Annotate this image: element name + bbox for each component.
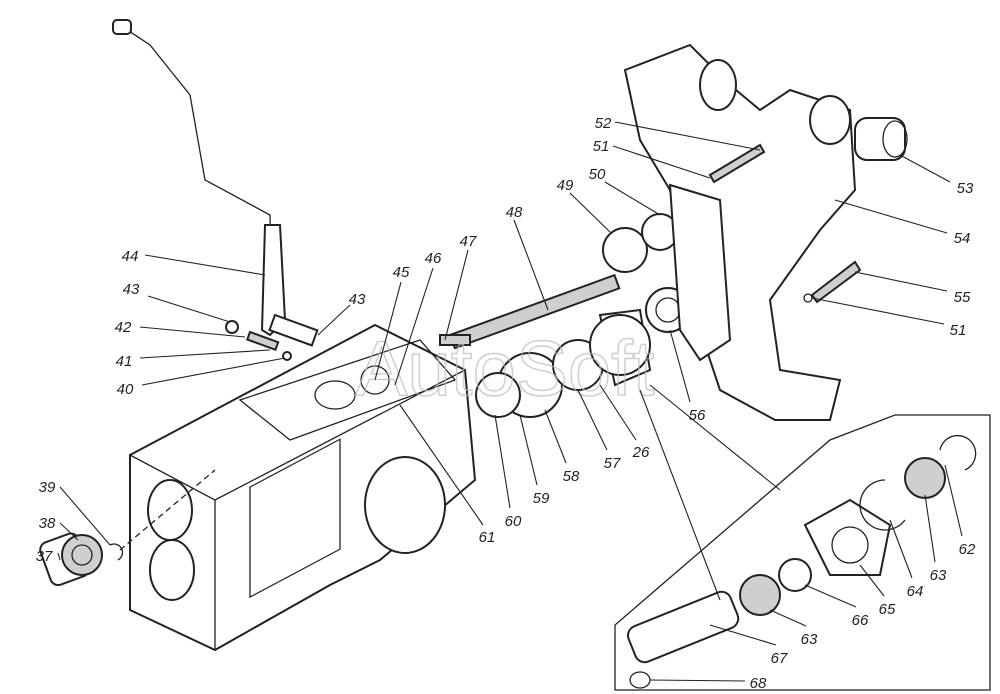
callout-64: 64 — [907, 583, 924, 600]
inset-panel — [614, 414, 991, 691]
callout-54: 54 — [954, 230, 971, 247]
callout-63b: 63 — [801, 631, 818, 648]
callout-60: 60 — [505, 513, 522, 530]
callout-46: 46 — [425, 250, 442, 267]
callout-56: 56 — [689, 407, 706, 424]
callout-38: 38 — [39, 515, 56, 532]
callout-50: 50 — [589, 166, 606, 183]
callout-55: 55 — [954, 289, 971, 306]
callout-49: 49 — [557, 177, 574, 194]
callout-labels: 52 51 53 54 55 51 50 49 48 47 46 45 43 4… — [36, 115, 976, 692]
callout-40: 40 — [117, 381, 134, 398]
callout-48: 48 — [506, 204, 523, 221]
callout-53: 53 — [957, 180, 974, 197]
callout-37: 37 — [36, 548, 53, 565]
leader-lines — [57, 121, 963, 682]
callout-65: 65 — [879, 601, 896, 618]
callout-61: 61 — [479, 529, 496, 546]
gearbox-bracket — [623, 43, 908, 421]
callout-63: 63 — [930, 567, 947, 584]
callout-44: 44 — [122, 248, 139, 265]
callout-42: 42 — [115, 319, 132, 336]
callout-43: 43 — [123, 281, 140, 298]
shift-lever — [112, 19, 319, 361]
callout-51b: 51 — [950, 322, 967, 339]
callout-43b: 43 — [349, 291, 366, 308]
watermark: AutoSoft — [355, 324, 655, 412]
callout-51: 51 — [593, 138, 610, 155]
gearbox-housing — [129, 323, 477, 652]
callout-39: 39 — [39, 479, 56, 496]
callout-59: 59 — [533, 490, 550, 507]
callout-26: 26 — [632, 444, 650, 461]
callout-68: 68 — [750, 675, 767, 692]
callout-58: 58 — [563, 468, 580, 485]
callout-45: 45 — [393, 264, 410, 281]
callout-66: 66 — [852, 612, 869, 629]
callout-57: 57 — [604, 455, 621, 472]
callout-62: 62 — [959, 541, 976, 558]
callout-67: 67 — [771, 650, 788, 667]
input-shaft-parts — [39, 469, 216, 587]
callout-47: 47 — [460, 233, 477, 250]
callout-41: 41 — [116, 353, 133, 370]
callout-52: 52 — [595, 115, 612, 132]
